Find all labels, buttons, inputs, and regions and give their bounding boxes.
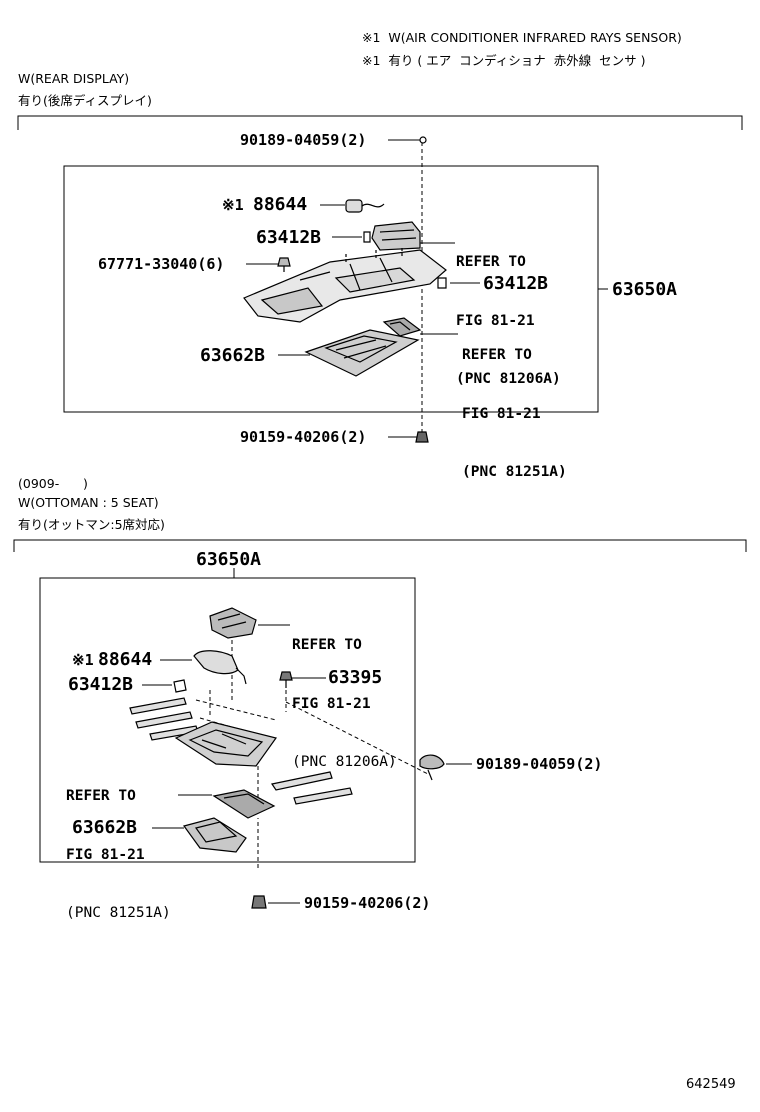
section1-condition-en: W(REAR DISPLAY) [18,71,130,86]
refer-line-2: FIG 81-21 [462,405,541,422]
refer-line-1: REFER TO [292,637,362,653]
label-sensor-mark: ※1 [72,651,94,669]
refer-line-3: (PNC 81206A) [292,754,397,770]
refer-note-81206a: REFER TO FIG 81-21 (PNC 81206A) [456,214,561,409]
section1-bracket [17,115,743,130]
refer-note-81206a: REFER TO FIG 81-21 (PNC 81206A) [292,597,397,792]
refer-line-2: FIG 81-21 [292,695,371,712]
label-clip-63412b-upper: 63412B [256,227,322,248]
refer-line-3: (PNC 81251A) [462,464,567,480]
label-bolt-90189: 90189-04059(2) [476,755,603,773]
label-sensor-88644: 88644 [98,649,153,670]
label-bolt-90189-top: 90189-04059(2) [240,131,367,149]
label-sensor-88644: 88644 [253,194,308,215]
label-clip-63412b: 63412B [68,674,134,695]
refer-line-1: REFER TO [66,788,136,804]
section2-condition-jp: 有り(オットマン:5席対応) [18,517,165,532]
refer-note-81251a: REFER TO FIG 81-21 (PNC 81251A) [66,748,171,943]
section2-box [39,577,416,863]
label-lens-63662b: 63662B [72,817,138,838]
section2-bracket [13,539,747,552]
section2-parts [129,607,445,909]
label-screw-90159-bottom: 90159-40206(2) [304,894,431,912]
refer-line-3: (PNC 81206A) [456,371,561,387]
refer-line-1: REFER TO [456,254,526,270]
label-clip-63395: 63395 [328,667,383,688]
section2-date-range: (0909- ) [18,476,88,491]
note-sensor-jp: ※1 有り ( エア コンディショナ 赤外線 センサ ) [362,53,646,68]
section1-parts [243,136,447,443]
illustration-code: 642549 [686,1077,736,1092]
note-sensor-en: ※1 W(AIR CONDITIONER INFRARED RAYS SENSO… [362,30,682,45]
section1-condition-jp: 有り(後席ディスプレイ) [18,93,152,108]
refer-note-81251a: REFER TO FIG 81-21 (PNC 81251A) [462,307,567,502]
label-assembly-63650a: 63650A [612,279,678,300]
label-screw-90159-bottom: 90159-40206(2) [240,428,367,446]
label-clip-63412b-lower: 63412B [483,273,549,294]
label-screw-67771: 67771-33040(6) [98,255,225,273]
section2-condition-en: W(OTTOMAN : 5 SEAT) [18,495,159,510]
refer-line-2: FIG 81-21 [456,312,535,329]
label-assembly-63650a: 63650A [196,549,262,570]
label-sensor-mark: ※1 [222,196,244,214]
refer-line-3: (PNC 81251A) [66,905,171,921]
label-lens-63662b: 63662B [200,345,266,366]
refer-line-1: REFER TO [462,347,532,363]
refer-line-2: FIG 81-21 [66,846,145,863]
